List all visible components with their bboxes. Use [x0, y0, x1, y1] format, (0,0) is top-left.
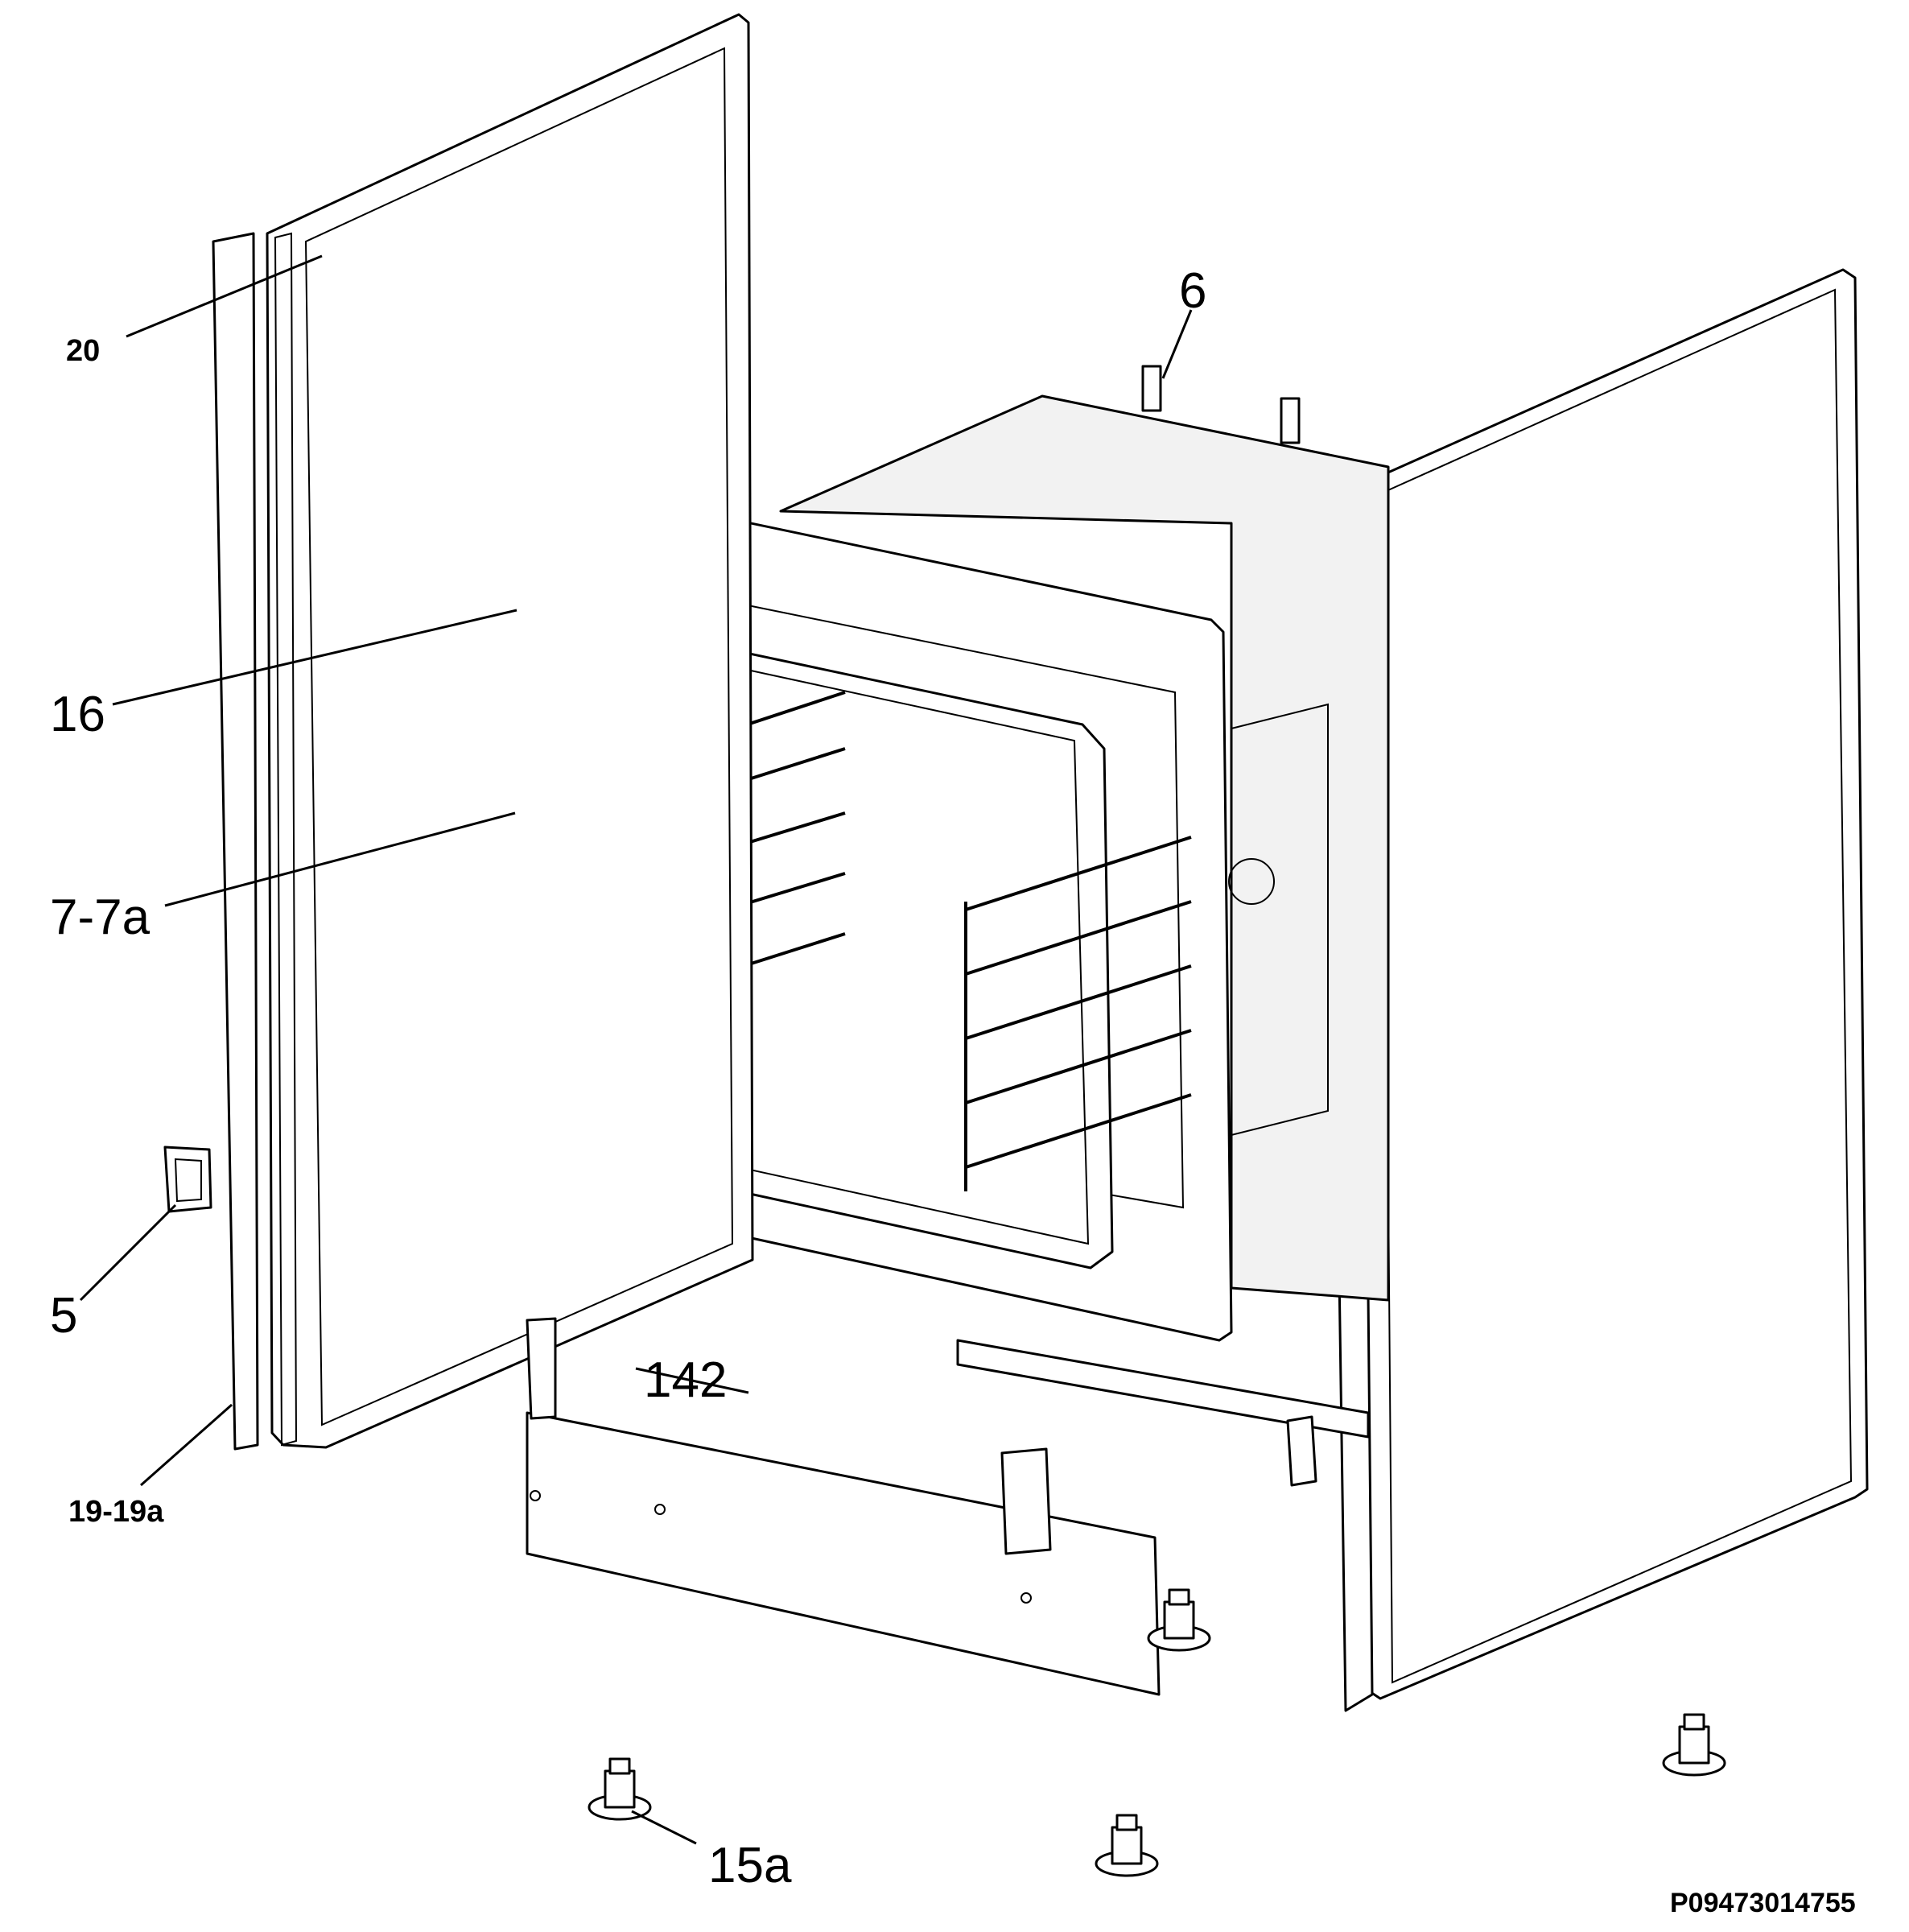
- bracket-part-5: [163, 1146, 212, 1213]
- drawing-code: P09473014755: [1670, 1888, 1856, 1918]
- right-side-panel: [1326, 268, 1869, 1712]
- label-19-19a: 19-19a: [68, 1495, 164, 1529]
- top-hook-part-6: [1141, 365, 1301, 444]
- leader-lines: [79, 254, 1193, 1845]
- plinth-plate: [526, 1317, 1161, 1696]
- label-16: 16: [50, 687, 105, 742]
- label-6: 6: [1179, 263, 1206, 319]
- label-20: 20: [66, 334, 100, 368]
- oven-cavity: [779, 365, 1390, 1302]
- label-5: 5: [50, 1288, 77, 1344]
- label-15a: 15a: [708, 1838, 792, 1893]
- bottom-rail: [956, 1339, 1370, 1487]
- label-7-7a: 7-7a: [50, 890, 150, 945]
- left-side-panel: [212, 13, 754, 1451]
- adjustable-feet-part-15a: [588, 1588, 1726, 1877]
- label-142: 142: [644, 1352, 727, 1408]
